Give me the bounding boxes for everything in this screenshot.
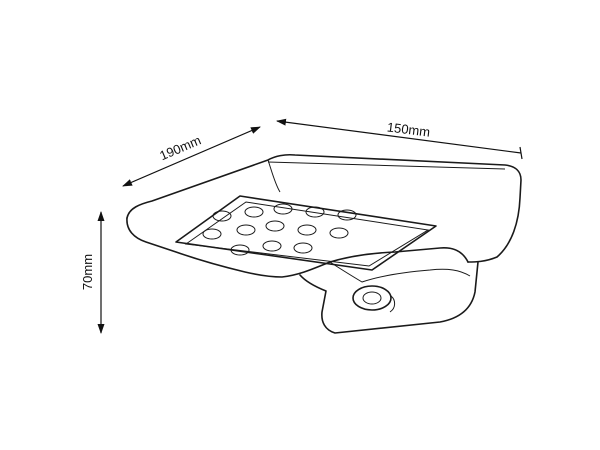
- width-label: 150mm: [386, 119, 431, 139]
- housing-neck: [299, 261, 479, 334]
- led: [202, 228, 222, 240]
- height-label: 70mm: [80, 254, 95, 290]
- sensor-hood: [389, 295, 396, 313]
- led: [265, 220, 285, 232]
- depth-label: 190mm: [157, 132, 203, 163]
- led: [337, 209, 357, 221]
- dimension-height: 70mm: [80, 211, 105, 334]
- led: [329, 227, 349, 239]
- led: [305, 206, 325, 218]
- led: [262, 240, 282, 252]
- housing-edge: [267, 159, 281, 193]
- motion-sensor: [352, 285, 396, 313]
- led: [273, 203, 293, 215]
- housing-front: [126, 217, 469, 278]
- led: [230, 244, 250, 256]
- housing-neck-ridge: [329, 261, 471, 283]
- led: [236, 224, 256, 236]
- led-array: [202, 203, 357, 256]
- depth-arrow: [122, 126, 261, 187]
- housing-top: [126, 153, 522, 263]
- width-end-tick: [519, 146, 523, 160]
- led: [244, 206, 264, 218]
- dimension-depth: 190mm: [122, 126, 261, 187]
- dimension-width: 150mm: [276, 118, 523, 160]
- led-panel-inner: [184, 201, 430, 267]
- housing-rim: [267, 161, 506, 170]
- sensor-lens: [352, 285, 392, 311]
- led: [297, 224, 317, 236]
- sensor-core: [362, 291, 382, 305]
- width-arrow: [276, 118, 522, 154]
- led: [293, 242, 313, 254]
- led: [212, 210, 232, 222]
- solar-wall-light: [126, 153, 522, 334]
